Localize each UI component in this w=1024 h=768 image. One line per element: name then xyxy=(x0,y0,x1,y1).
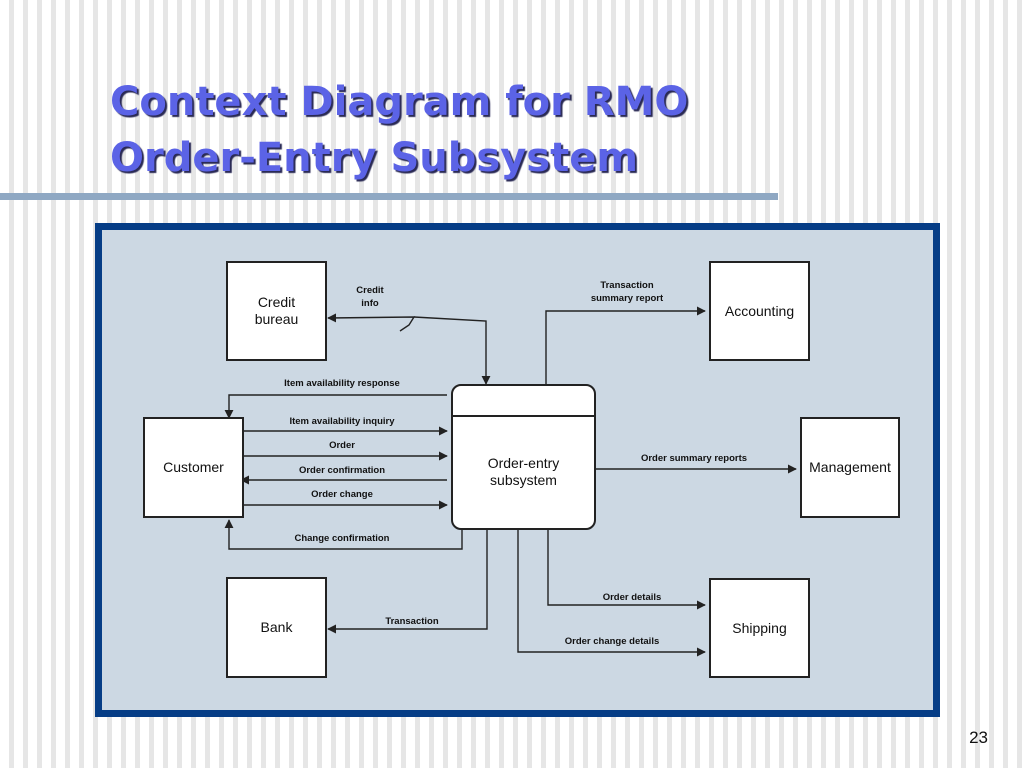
title-line-1: Context Diagram for RMO xyxy=(110,79,689,125)
flow-label-order-details: Order details xyxy=(602,592,662,603)
process-header xyxy=(453,386,594,417)
flow-label-item-availability-response: Item availability response xyxy=(284,378,400,389)
title-divider xyxy=(0,193,778,200)
flow-line-credit-info-in xyxy=(413,316,491,385)
flow-line-order-details xyxy=(547,529,706,610)
flow-label-item-availability-inquiry: Item availability inquiry xyxy=(289,416,395,427)
flow-line-item-availability-response xyxy=(224,394,447,419)
flow-label-order-confirmation: Order confirmation xyxy=(298,465,386,476)
entity-accounting: Accounting xyxy=(709,261,810,361)
slide-title: Context Diagram for RMO Order-Entry Subs… xyxy=(110,74,688,186)
flow-label-order-change-details: Order change details xyxy=(564,636,660,647)
flow-label-change-confirmation: Change confirmation xyxy=(294,533,390,544)
entity-customer: Customer xyxy=(143,417,244,518)
process-order-entry: Order-entry subsystem xyxy=(451,384,596,530)
context-diagram: Credit bureau Customer Bank Accounting M… xyxy=(95,223,940,717)
flow-label-credit-info: Credit info xyxy=(356,285,384,309)
title-line-2: Order-Entry Subsystem xyxy=(110,135,639,181)
entity-management: Management xyxy=(800,417,900,518)
flow-label-transaction-summary-report: Transaction summary report xyxy=(590,280,664,304)
flow-label-order-summary-reports: Order summary reports xyxy=(640,453,748,464)
flow-line-order-change-details xyxy=(517,529,706,657)
flow-line-credit-info-out xyxy=(327,313,416,332)
flow-label-transaction: Transaction xyxy=(385,616,439,627)
flow-label-order: Order xyxy=(329,440,355,451)
flow-lines xyxy=(224,306,797,657)
flow-line-change-confirmation xyxy=(224,519,463,550)
flow-line-transaction xyxy=(327,529,488,634)
flow-line-transaction-summary xyxy=(545,306,706,384)
page-number: 23 xyxy=(969,728,988,747)
flow-label-order-change: Order change xyxy=(311,489,373,500)
process-label: Order-entry subsystem xyxy=(487,455,560,488)
entity-bank: Bank xyxy=(226,577,327,678)
entity-credit-bureau: Credit bureau xyxy=(226,261,327,361)
entity-shipping: Shipping xyxy=(709,578,810,678)
